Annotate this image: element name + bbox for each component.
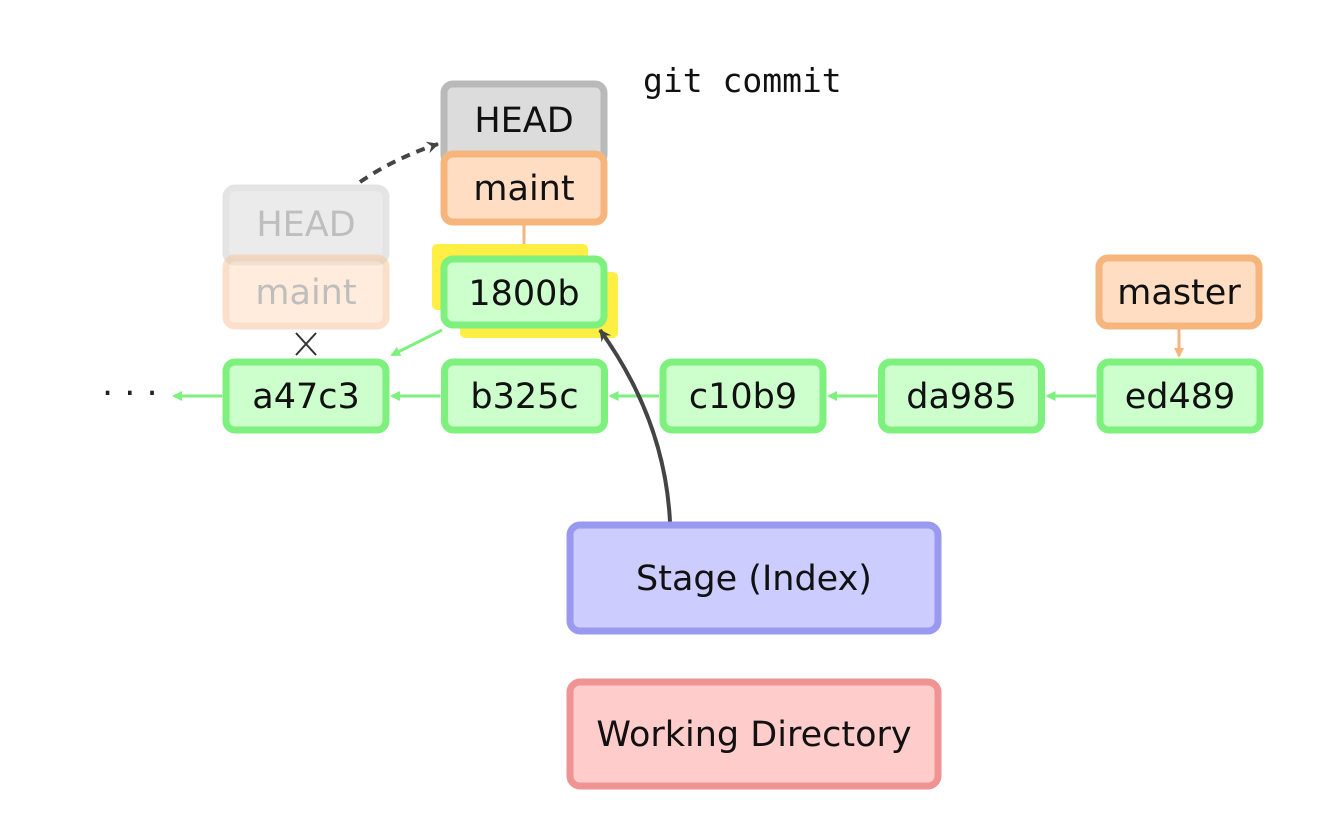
command-title: git commit xyxy=(643,61,842,100)
master-branch: master xyxy=(1095,254,1263,330)
commit-label: ed489 xyxy=(1125,377,1236,417)
commit-node: ed489 xyxy=(1096,358,1264,434)
master-branch-box xyxy=(1095,254,1263,330)
history-ellipsis: · · · xyxy=(102,374,158,414)
commit-box xyxy=(222,358,390,434)
working-directory-area: Working Directory xyxy=(566,678,942,790)
new-commit-box xyxy=(440,255,608,329)
new-head-label: HEAD xyxy=(474,101,573,141)
stage-area: Stage (Index) xyxy=(566,521,942,635)
commit-box xyxy=(659,358,827,434)
working-directory-box xyxy=(566,678,942,790)
old-branch-label: maint xyxy=(255,273,356,313)
stage-to-commit-arrow xyxy=(598,328,672,523)
commit-label: c10b9 xyxy=(689,377,797,417)
commit-label: a47c3 xyxy=(252,377,360,417)
commit-label: da985 xyxy=(906,377,1016,417)
commit-box xyxy=(441,358,608,434)
old-branch-box xyxy=(222,254,390,330)
commit-label: b325c xyxy=(470,377,578,417)
commit-node: b325c xyxy=(441,358,608,434)
new-branch-maint: maint xyxy=(440,150,608,226)
working-directory-label: Working Directory xyxy=(596,715,911,755)
commit-box xyxy=(1096,358,1264,434)
commit-node: c10b9 xyxy=(659,358,827,434)
new-commit: 1800b xyxy=(432,244,618,338)
new-branch-label: maint xyxy=(473,169,574,209)
stage-label: Stage (Index) xyxy=(636,559,872,599)
commit-node: da985 xyxy=(878,358,1045,434)
cross-mark xyxy=(295,332,317,356)
new-commit-parent-arrow xyxy=(390,328,443,357)
commit-box xyxy=(878,358,1045,434)
old-branch-maint: maint xyxy=(222,254,390,330)
head-move-arrow xyxy=(358,141,439,184)
new-head-pointer: HEAD xyxy=(440,80,608,168)
commit-chain: a47c3 b325c c10b9 da985 ed489 xyxy=(172,358,1264,434)
old-head-label: HEAD xyxy=(256,205,355,245)
new-commit-label: 1800b xyxy=(468,274,579,314)
new-branch-box xyxy=(440,150,608,226)
stage-box xyxy=(566,521,942,635)
old-head-pointer: HEAD xyxy=(222,184,390,266)
commit-node: a47c3 xyxy=(222,358,390,434)
master-branch-label: master xyxy=(1117,273,1241,313)
